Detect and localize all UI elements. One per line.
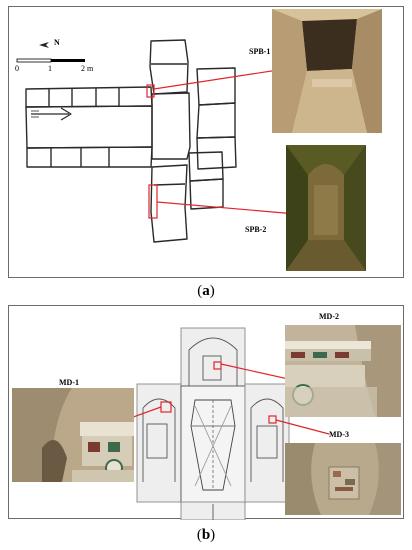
figure-panel-b: MD-1 MD-2 MD-3 <box>8 305 404 520</box>
photo-md-1 <box>12 388 134 482</box>
photo-md-3 <box>285 443 401 515</box>
highlight-spb-1 <box>146 67 292 98</box>
panel-a-drawing <box>16 39 355 243</box>
photo-label-md-1: MD-1 <box>59 378 79 387</box>
figure-panel-a: N 0 1 2 m SPB-1 SPB-2 <box>8 6 404 278</box>
highlight-md-3 <box>268 415 330 435</box>
photo-spb-1 <box>272 9 382 133</box>
photo-spb-2 <box>286 145 366 271</box>
photo-md-2 <box>285 325 401 417</box>
photo-label-spb-1: SPB-1 <box>249 47 271 56</box>
panel-b-drawing <box>66 327 348 520</box>
north-label: N <box>54 38 60 47</box>
photo-label-md-3: MD-3 <box>329 430 349 439</box>
north-arrow-icon <box>39 42 49 48</box>
caption-a: (a) <box>197 283 215 299</box>
caption-b: (b) <box>196 527 216 543</box>
photo-label-spb-2: SPB-2 <box>245 225 267 234</box>
cave-floor-plan <box>25 39 237 243</box>
chapel-elevation-drawing <box>136 327 290 520</box>
scale-tick-0: 0 <box>15 64 19 73</box>
photo-label-md-2: MD-2 <box>319 312 339 321</box>
scale-tick-2: 2 m <box>81 64 94 73</box>
scale-bar <box>16 58 85 63</box>
scale-tick-1: 1 <box>48 64 52 73</box>
